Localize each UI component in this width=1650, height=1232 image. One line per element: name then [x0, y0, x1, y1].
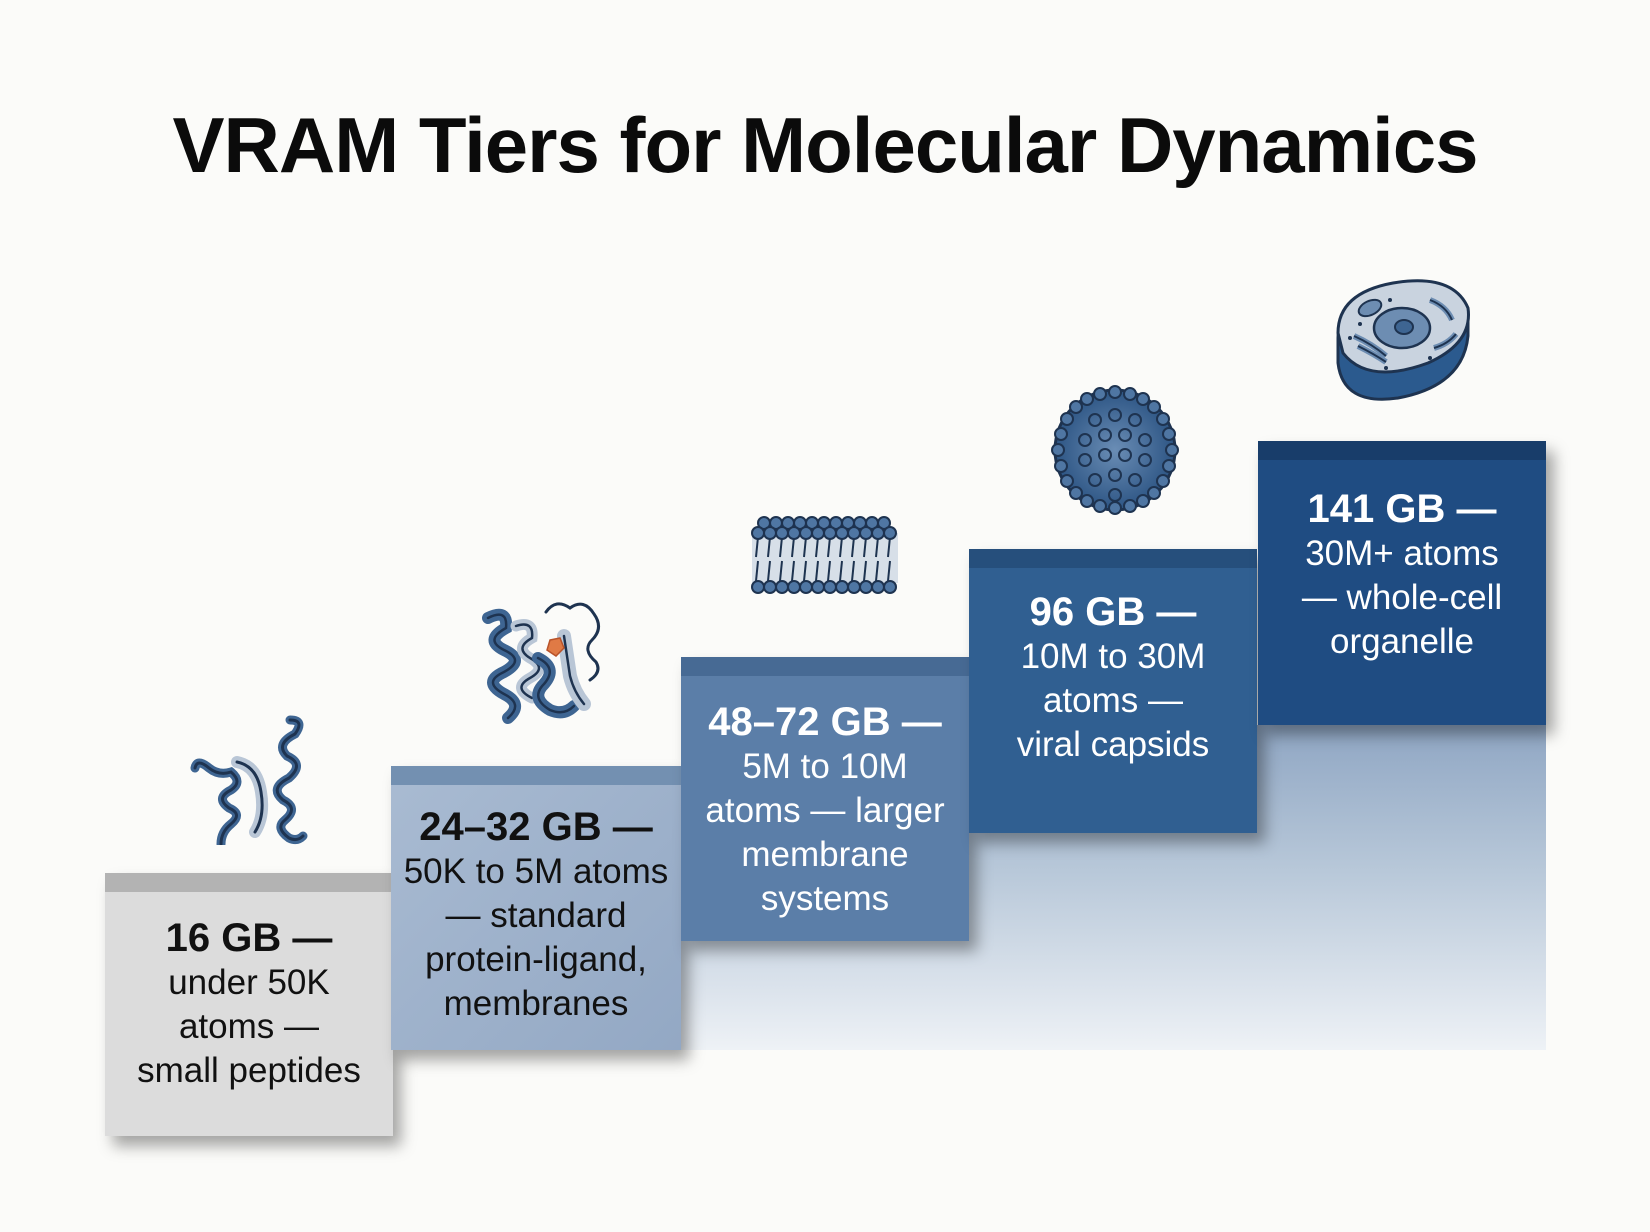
- tier-top-band: [681, 657, 969, 676]
- cell-organelle-icon: [1336, 279, 1470, 401]
- tier-16gb: 16 GB — under 50K atoms — small peptides: [105, 873, 393, 1136]
- tier-top-band: [391, 766, 681, 785]
- tier-24-32gb: 24–32 GB — 50K to 5M atoms — standard pr…: [391, 766, 681, 1050]
- tier-description: 30M+ atoms — whole-cell organelle: [1301, 534, 1503, 661]
- tier-48-72gb: 48–72 GB — 5M to 10M atoms — larger memb…: [681, 657, 969, 941]
- tier-141gb: 141 GB — 30M+ atoms — whole-cell organel…: [1258, 441, 1546, 725]
- page-title: VRAM Tiers for Molecular Dynamics: [172, 101, 1479, 189]
- tier-top-band: [105, 873, 393, 892]
- tier-top-band: [969, 549, 1257, 568]
- tier-vram: 16 GB —: [165, 916, 333, 960]
- tier-top-band: [1258, 441, 1546, 460]
- tier-vram: 141 GB —: [1307, 487, 1497, 531]
- viral-capsid-icon: [1051, 385, 1179, 515]
- peptide-helix-icon: [190, 715, 308, 845]
- tier-description: 5M to 10M atoms — larger membrane system…: [705, 747, 945, 918]
- tier-description: 50K to 5M atoms — standard protein-ligan…: [403, 852, 669, 1023]
- protein-ligand-icon: [482, 602, 600, 724]
- tier-96gb: 96 GB — 10M to 30M atoms — viral capsids: [969, 549, 1257, 833]
- tier-vram: 24–32 GB —: [419, 805, 653, 849]
- tier-description: 10M to 30M atoms — viral capsids: [1016, 637, 1210, 764]
- lipid-bilayer-icon: [751, 516, 898, 594]
- tier-description: under 50K atoms — small peptides: [137, 963, 361, 1090]
- tier-vram: 48–72 GB —: [708, 700, 942, 744]
- tier-vram: 96 GB —: [1029, 590, 1197, 634]
